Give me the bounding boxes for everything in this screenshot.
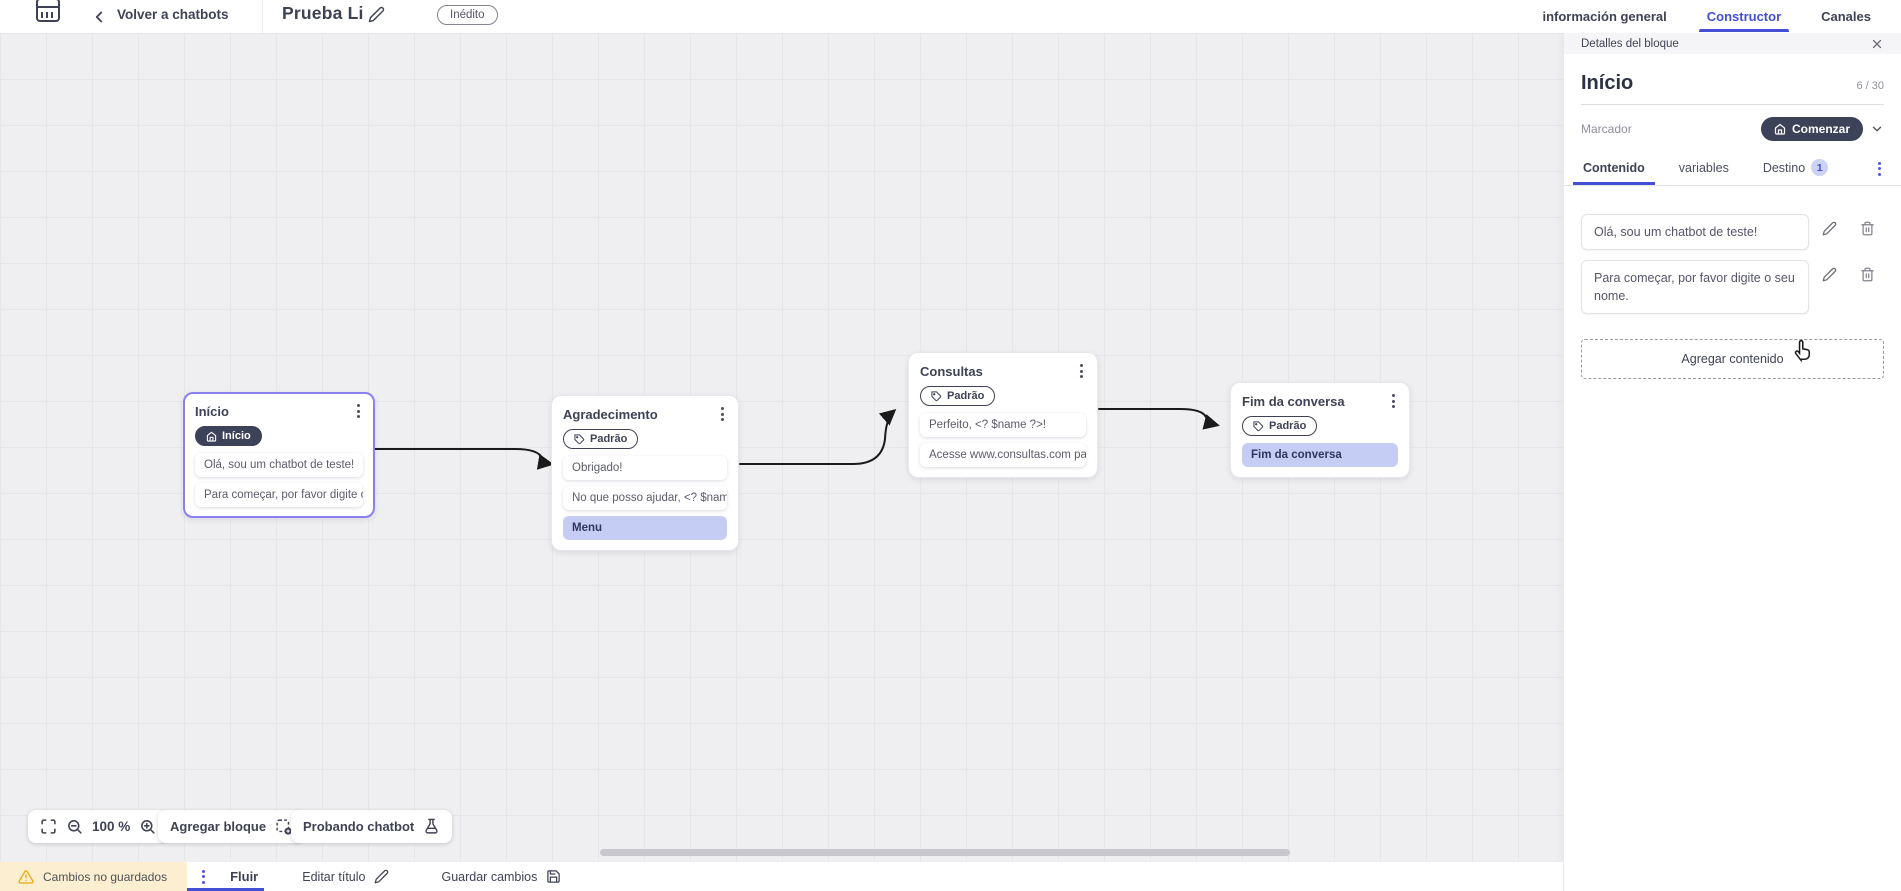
home-icon — [206, 431, 217, 442]
char-counter: 6 / 30 — [1856, 80, 1884, 92]
tag-icon — [574, 433, 585, 444]
flow-block-consultas[interactable]: Consultas Padrão Perfeito, <? $name ?>! … — [908, 352, 1098, 478]
close-icon[interactable] — [1870, 37, 1884, 51]
status-badge: Inédito — [437, 5, 498, 25]
tab-canales[interactable]: Canales — [1821, 9, 1871, 24]
flow-block-agradecimento[interactable]: Agradecimento Padrão Obrigado! No que po… — [551, 395, 739, 551]
flow-tab-menu-icon[interactable] — [199, 868, 208, 886]
flow-tab-label: Fluir — [230, 869, 259, 884]
bottom-bar: Cambios no guardados Fluir Editar título… — [0, 861, 1563, 891]
tab-informacion-general[interactable]: información general — [1542, 9, 1667, 24]
edit-title-label: Editar título — [302, 869, 366, 884]
edit-title-button[interactable]: Editar título — [302, 869, 389, 884]
back-chevron-icon[interactable] — [90, 8, 108, 26]
tab-constructor[interactable]: Constructor — [1698, 1, 1790, 32]
tab-variables[interactable]: variables — [1678, 160, 1729, 175]
flow-tab-fluir[interactable]: Fluir — [187, 862, 278, 891]
delete-content-trash-icon[interactable] — [1860, 267, 1875, 282]
block-menu-icon[interactable] — [1389, 392, 1398, 410]
flow-canvas[interactable]: Início Início Olá, sou um chatbot de tes… — [0, 33, 1563, 861]
chatbot-title: Prueba Li — [282, 3, 364, 23]
panel-menu-icon[interactable] — [1875, 160, 1884, 178]
block-row[interactable]: Perfeito, <? $name ?>! — [920, 412, 1086, 437]
block-row[interactable]: Obrigado! — [563, 455, 727, 480]
add-block-button[interactable]: Agregar bloque — [158, 810, 305, 843]
flow-block-fim-da-conversa[interactable]: Fim da conversa Padrão Fim da conversa — [1230, 382, 1410, 478]
zoom-out-icon[interactable] — [66, 818, 83, 835]
pencil-icon — [375, 869, 389, 884]
block-name-input[interactable] — [1581, 72, 1801, 95]
add-content-button[interactable]: Agregar contenido — [1581, 339, 1884, 379]
block-row[interactable]: Olá, sou um chatbot de teste! — [195, 452, 363, 477]
block-title: Consultas — [920, 363, 983, 379]
block-tag-padrao: Padrão — [920, 386, 996, 406]
zoom-level: 100 % — [92, 819, 131, 834]
back-to-chatbots-link[interactable]: Volver a chatbots — [117, 7, 229, 22]
unsaved-changes-banner: Cambios no guardados — [0, 862, 188, 891]
destino-count-badge: 1 — [1811, 159, 1829, 176]
home-icon — [1774, 123, 1786, 135]
marker-comenzar-button[interactable]: Comenzar — [1760, 117, 1863, 141]
block-tag-padrao: Padrão — [1242, 416, 1318, 436]
block-menu-icon[interactable] — [354, 402, 363, 420]
tab-destino[interactable]: Destino 1 — [1761, 152, 1830, 185]
block-title: Fim da conversa — [1242, 393, 1345, 409]
block-row-menu[interactable]: Menu — [563, 515, 727, 540]
delete-content-trash-icon[interactable] — [1860, 221, 1875, 236]
block-row[interactable]: No que posso ajudar, <? $name ... — [563, 485, 727, 510]
save-changes-label: Guardar cambios — [441, 869, 538, 884]
flow-block-inicio[interactable]: Início Início Olá, sou um chatbot de tes… — [183, 392, 375, 518]
top-tab-bar: información general Constructor Canales — [1540, 0, 1873, 33]
content-item: Olá, sou um chatbot de teste! — [1581, 214, 1884, 250]
edit-title-pencil-icon[interactable] — [368, 6, 385, 23]
block-menu-icon[interactable] — [1077, 362, 1086, 380]
block-details-panel: Detalles del bloque 6 / 30 Marcador Come… — [1563, 33, 1901, 891]
add-block-icon — [276, 819, 292, 835]
fullscreen-icon[interactable] — [40, 818, 57, 835]
horizontal-scrollbar[interactable] — [600, 849, 1290, 856]
chevron-down-icon[interactable] — [1870, 122, 1884, 136]
save-changes-button[interactable]: Guardar cambios — [441, 869, 561, 884]
block-title: Agradecimento — [563, 406, 658, 422]
panel-title: Detalles del bloque — [1581, 37, 1679, 50]
zoom-in-icon[interactable] — [139, 818, 156, 835]
warning-triangle-icon — [18, 869, 34, 884]
tab-contenido[interactable]: Contenido — [1573, 154, 1655, 185]
block-tag-inicio: Início — [195, 426, 262, 446]
topbar-divider — [262, 0, 263, 33]
block-row[interactable]: Para começar, por favor digite o ... — [195, 482, 363, 507]
unsaved-changes-label: Cambios no guardados — [43, 869, 168, 884]
zoom-toolbar: 100 % — [28, 810, 169, 843]
content-text[interactable]: Para começar, por favor digite o seu nom… — [1581, 260, 1809, 314]
top-bar: Volver a chatbots Prueba Li Inédito info… — [0, 0, 1901, 33]
save-icon — [547, 870, 561, 883]
test-chatbot-button[interactable]: Probando chatbot — [291, 810, 453, 843]
block-tag-padrao: Padrão — [563, 429, 639, 449]
brand-logo-icon — [28, 0, 64, 33]
block-row-fim[interactable]: Fim da conversa — [1242, 442, 1398, 467]
test-chatbot-label: Probando chatbot — [303, 819, 415, 834]
content-text[interactable]: Olá, sou um chatbot de teste! — [1581, 214, 1809, 250]
add-block-label: Agregar bloque — [170, 819, 267, 834]
content-item: Para começar, por favor digite o seu nom… — [1581, 260, 1884, 314]
block-menu-icon[interactable] — [718, 405, 727, 423]
block-title: Início — [195, 403, 229, 419]
edit-content-pencil-icon[interactable] — [1822, 221, 1837, 236]
tag-icon — [1253, 420, 1264, 431]
marker-label: Marcador — [1581, 122, 1632, 136]
edit-content-pencil-icon[interactable] — [1822, 267, 1837, 282]
tag-icon — [931, 390, 942, 401]
panel-tab-bar: Contenido variables Destino 1 — [1564, 152, 1901, 186]
block-row[interactable]: Acesse www.consultas.com par... — [920, 442, 1086, 467]
flask-icon — [425, 818, 438, 834]
